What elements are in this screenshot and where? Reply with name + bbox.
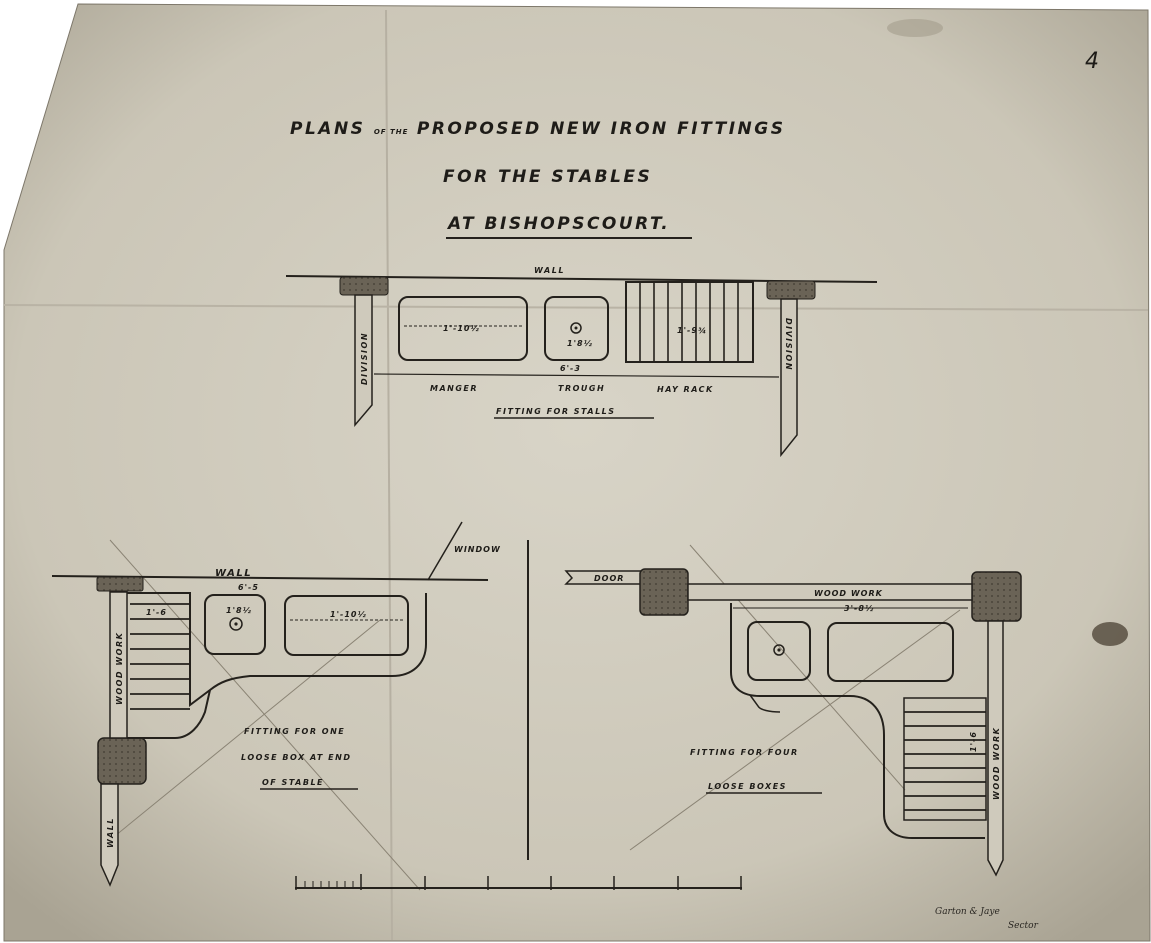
window-line <box>427 521 463 581</box>
end-wall-post <box>100 783 119 887</box>
end-woodwork-label: WOOD WORK <box>115 632 124 705</box>
end-woodwork-post <box>109 591 128 739</box>
division-left-post <box>354 294 373 428</box>
trough <box>544 296 609 361</box>
end-caption-line1: FITTING FOR ONE <box>244 727 345 736</box>
end-wall-side-label: WALL <box>106 817 115 848</box>
end-trough-dim: 1'8½ <box>226 606 252 615</box>
scale-bar <box>295 874 742 890</box>
manger-label: MANGER <box>430 384 478 393</box>
construction-line <box>629 609 961 851</box>
four-manger <box>827 622 954 682</box>
end-trough <box>204 594 266 655</box>
loose-box-end-plan: WALL 6'-5 WINDOW WOOD WORK WALL 1'-6 <box>51 521 501 891</box>
trough-dim: 1'8½ <box>567 339 593 348</box>
four-trough <box>747 621 811 681</box>
four-top-woodwork <box>687 583 973 601</box>
window-label: WINDOW <box>454 545 501 554</box>
stalls-wall-label: WALL <box>534 266 565 275</box>
end-dim-top: 6'-5 <box>238 583 259 592</box>
four-caption-line1: FITTING FOR FOUR <box>690 748 799 757</box>
end-manger-dim: 1'-10½ <box>330 610 367 619</box>
construction-line <box>109 619 381 841</box>
four-fitting-outline <box>730 603 985 839</box>
division-left-label: DIVISION <box>360 332 369 385</box>
four-fitting-outline-inner <box>749 694 781 713</box>
four-top-dim: 3'-8½ <box>844 604 874 613</box>
pier-right <box>766 280 816 300</box>
end-manger <box>284 595 409 656</box>
total-dim-line <box>373 373 780 378</box>
trough-drain-center <box>574 326 578 330</box>
end-fitting-outline <box>127 592 427 707</box>
stain <box>887 19 943 37</box>
division-right-label: DIVISION <box>784 318 793 371</box>
title-line-1: PLANS OF THE PROPOSED NEW IRON FITTINGS <box>290 119 785 139</box>
construction-line <box>109 539 421 891</box>
trough-label: TROUGH <box>558 384 605 393</box>
four-caption-line2: LOOSE BOXES <box>708 782 787 791</box>
title-words-proposed: PROPOSED NEW IRON FITTINGS <box>417 119 786 139</box>
four-loose-boxes-plan: DOOR WOOD WORK 3'-8½ WOOD WORK <box>564 544 1022 877</box>
manger-dim: 1'-10½ <box>443 324 480 333</box>
hay-rack-dim: 1'-9¾ <box>677 326 707 335</box>
end-wall-label: WALL <box>215 568 252 579</box>
four-pier-right <box>971 571 1022 622</box>
end-caption-line3: OF STABLE <box>262 778 324 787</box>
page-number: 4 <box>1085 49 1099 74</box>
door-label: DOOR <box>594 574 624 583</box>
stalls-plan: WALL DIVISION DIVISION 1'-10½ 1'8½ 1' <box>285 266 878 458</box>
end-pier-top <box>96 576 144 592</box>
title-line-2: FOR THE STABLES <box>443 167 652 187</box>
hay-rack-label: HAY RACK <box>657 385 714 394</box>
trough-drain <box>570 322 582 334</box>
hay-rack <box>625 281 754 363</box>
end-trough-drain <box>229 617 243 631</box>
four-trough-drain-center <box>777 648 781 652</box>
stalls-caption: FITTING FOR STALLS <box>496 407 616 416</box>
manger <box>398 296 528 361</box>
title-word-of-the: OF THE <box>374 128 409 136</box>
total-dim: 6'-3 <box>560 364 581 373</box>
division-right-post <box>780 298 798 458</box>
four-hay-rack <box>903 697 987 821</box>
fold-line <box>3 304 1149 311</box>
end-hay-rack <box>130 603 190 710</box>
four-side-woodwork-label: WOOD WORK <box>992 727 1001 800</box>
end-fitting-outline-lower <box>127 689 211 739</box>
four-side-dim: 1'-6 <box>969 731 978 752</box>
pier-left <box>339 276 389 296</box>
end-pier-lower <box>97 737 147 785</box>
paper-sheet <box>3 3 1151 942</box>
four-pier-left <box>639 568 689 616</box>
fold-line <box>385 9 393 941</box>
signature-line2: Sector <box>1008 921 1039 931</box>
title-word-plans: PLANS <box>290 119 365 139</box>
end-trough-drain-center <box>234 622 238 626</box>
title-line-3: AT BISHOPSCOURT. <box>446 214 670 234</box>
four-side-post <box>987 620 1004 877</box>
door-sill <box>564 570 649 585</box>
end-rack-dim: 1'-6 <box>146 608 167 617</box>
four-trough-drain <box>773 644 785 656</box>
signature-line1: Garton & Jaye <box>935 907 1000 917</box>
four-top-woodwork-label: WOOD WORK <box>814 589 883 598</box>
end-caption-line2: LOOSE BOX AT END <box>241 753 351 762</box>
stain <box>1092 622 1128 646</box>
